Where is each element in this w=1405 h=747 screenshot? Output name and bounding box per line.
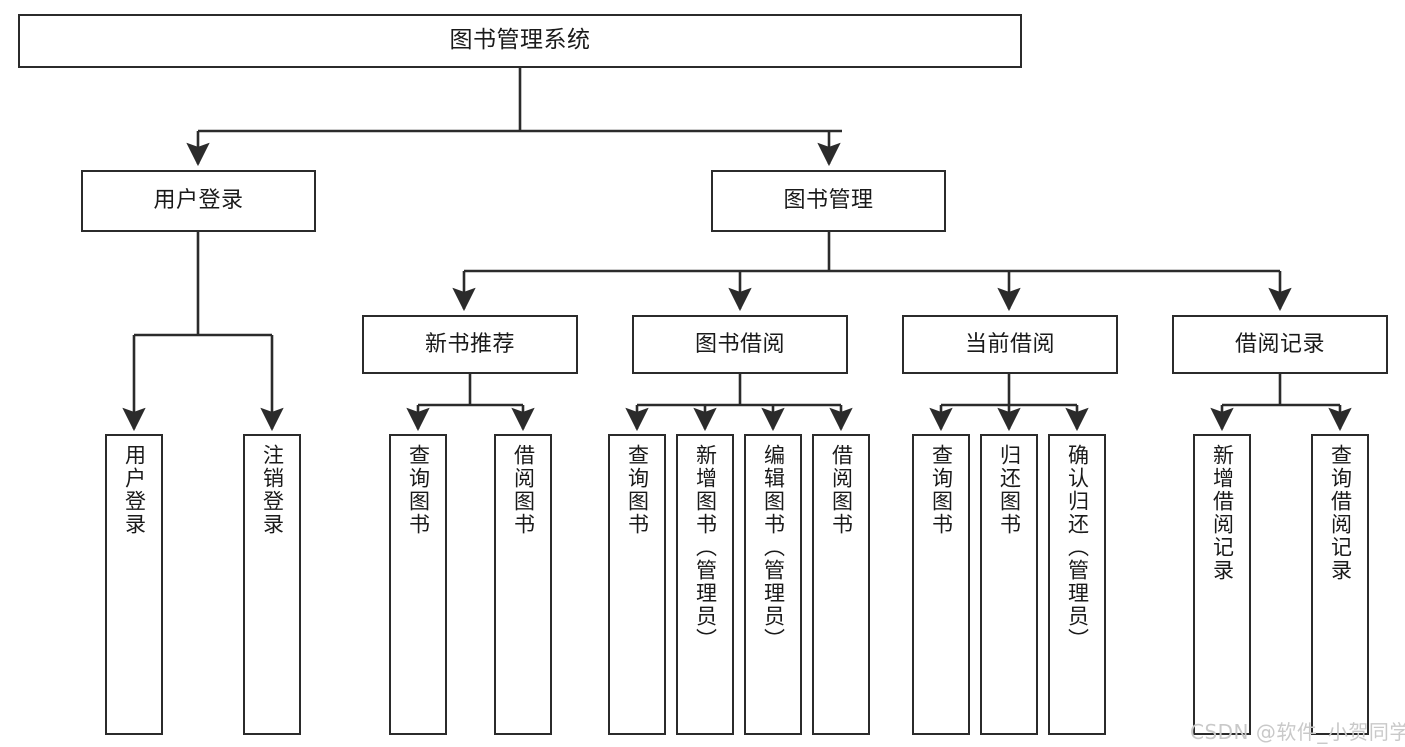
node-label: 图书管理系统: [449, 27, 591, 54]
leaf-borrow-query-book[interactable]: 查询图书: [608, 434, 666, 735]
node-label: 借阅图书: [829, 444, 854, 536]
node-label: 新增图书（管理员）: [693, 444, 718, 651]
node-label: 确认归还（管理员）: [1065, 444, 1090, 651]
node-label: 注销登录: [260, 444, 285, 536]
node-label: 图书管理: [783, 188, 874, 214]
leaf-current-confirm-return[interactable]: 确认归还（管理员）: [1048, 434, 1106, 735]
node-label: 借阅记录: [1234, 331, 1325, 357]
leaf-new-book-query[interactable]: 查询图书: [389, 434, 447, 735]
node-label: 用户登录: [122, 444, 147, 536]
node-label: 新书推荐: [424, 331, 515, 357]
leaf-new-book-borrow[interactable]: 借阅图书: [494, 434, 552, 735]
node-root-system[interactable]: 图书管理系统: [18, 14, 1022, 68]
leaf-borrow-add-book[interactable]: 新增图书（管理员）: [676, 434, 734, 735]
leaf-records-query-record[interactable]: 查询借阅记录: [1311, 434, 1369, 735]
leaf-current-return-book[interactable]: 归还图书: [980, 434, 1038, 735]
node-label: 图书借阅: [694, 331, 785, 357]
node-label: 归还图书: [997, 444, 1022, 536]
leaf-current-query-book[interactable]: 查询图书: [912, 434, 970, 735]
node-label: 用户登录: [153, 188, 244, 214]
node-user-login[interactable]: 用户登录: [81, 170, 316, 232]
node-current-borrow[interactable]: 当前借阅: [902, 315, 1118, 374]
node-label: 查询图书: [406, 444, 431, 536]
watermark: CSDN @软件_小贺同学: [1190, 720, 1405, 744]
node-new-book-recommend[interactable]: 新书推荐: [362, 315, 578, 374]
node-label: 查询图书: [625, 444, 650, 536]
node-book-management[interactable]: 图书管理: [711, 170, 946, 232]
node-label: 借阅图书: [511, 444, 536, 536]
node-label: 当前借阅: [964, 331, 1055, 357]
leaf-records-add-record[interactable]: 新增借阅记录: [1193, 434, 1251, 735]
node-label: 新增借阅记录: [1210, 444, 1235, 582]
node-book-borrow[interactable]: 图书借阅: [632, 315, 848, 374]
leaf-user-login-signin[interactable]: 用户登录: [105, 434, 163, 735]
node-label: 查询图书: [929, 444, 954, 536]
node-label: 查询借阅记录: [1328, 444, 1353, 582]
leaf-borrow-edit-book[interactable]: 编辑图书（管理员）: [744, 434, 802, 735]
node-borrow-records[interactable]: 借阅记录: [1172, 315, 1388, 374]
leaf-borrow-borrow-book[interactable]: 借阅图书: [812, 434, 870, 735]
node-label: 编辑图书（管理员）: [761, 444, 786, 651]
leaf-user-login-signout[interactable]: 注销登录: [243, 434, 301, 735]
